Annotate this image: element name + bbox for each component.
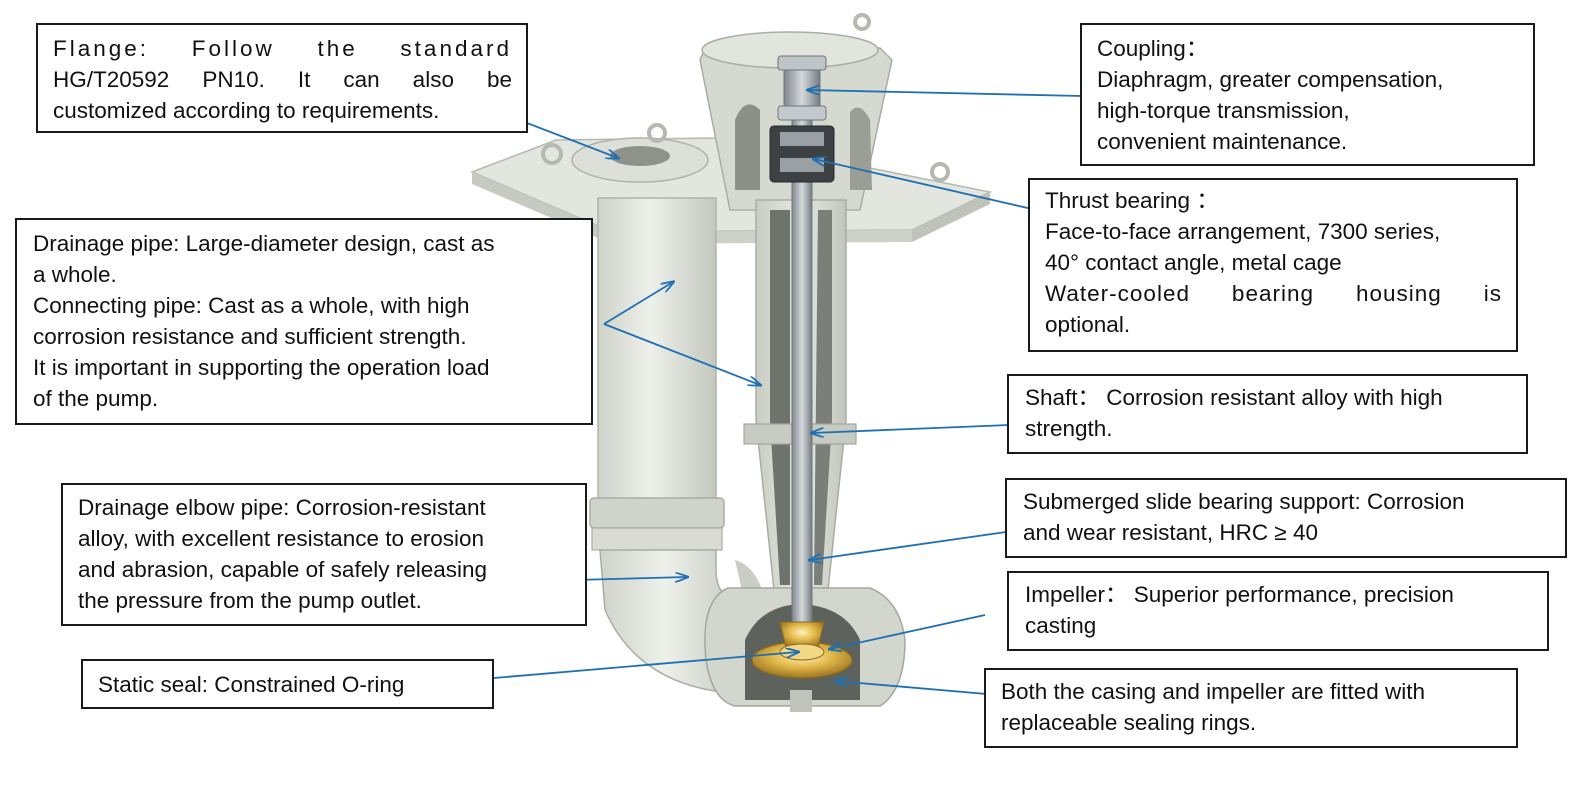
callout-elbow-pipe-line: and abrasion, capable of safely releasin…	[78, 557, 488, 582]
leader-lines	[474, 90, 1083, 696]
callout-sealing-rings-line: Both the casing and impeller are fitted …	[1001, 679, 1425, 704]
callout-thrust-bearing-line: Face-to-face arrangement, 7300 series,	[1045, 219, 1441, 244]
leader-thrust-bearing	[814, 159, 1033, 210]
callout-static-seal: Static seal: Constrained O-ring	[81, 659, 494, 709]
callout-coupling-line: Diaphragm, greater compensation,	[1097, 67, 1444, 92]
leader-coupling	[808, 90, 1083, 97]
callout-sealing-rings: Both the casing and impeller are fitted …	[984, 668, 1518, 748]
leader-connecting-pipe	[603, 323, 760, 385]
callout-coupling-line: Coupling：	[1097, 36, 1209, 61]
callout-impeller-line: casting	[1025, 613, 1097, 638]
callout-static-seal-line: Static seal: Constrained O-ring	[98, 672, 405, 697]
leader-sealing-rings	[836, 681, 999, 696]
drainage-pipe	[589, 197, 725, 551]
callout-drainage-pipe-line: Drainage pipe: Large-diameter design, ca…	[33, 231, 495, 256]
callout-sealing-rings-line: replaceable sealing rings.	[1001, 710, 1257, 735]
leader-impeller	[830, 614, 986, 649]
callout-flange-line: HG/T20592 PN10. It can also be	[53, 67, 512, 92]
discharge-flange	[541, 123, 709, 183]
callout-elbow-pipe-line: Drainage elbow pipe: Corrosion-resistant	[78, 495, 486, 520]
leader-drainage-pipe	[603, 282, 673, 325]
leader-static-seal	[493, 652, 798, 679]
callout-impeller: Impeller： Superior performance, precisio…	[1007, 571, 1549, 651]
callout-shaft-line: Shaft： Corrosion resistant alloy with hi…	[1025, 385, 1443, 410]
callout-flange-line: customized according to requirements.	[53, 98, 440, 123]
callout-flange-line: Flange: Follow the standard	[53, 36, 512, 61]
callout-drainage-pipe: Drainage pipe: Large-diameter design, ca…	[15, 218, 593, 425]
callout-thrust-bearing-line: Water-cooled bearing housing is	[1045, 281, 1502, 306]
callout-drainage-pipe-line: a whole.	[33, 262, 117, 287]
callout-thrust-bearing-line: 40° contact angle, metal cage	[1045, 250, 1342, 275]
callout-coupling-line: convenient maintenance.	[1097, 129, 1348, 154]
callout-elbow-pipe: Drainage elbow pipe: Corrosion-resistant…	[61, 483, 587, 626]
coupling	[777, 55, 827, 121]
leader-slide-bearing	[810, 531, 1007, 560]
leader-elbow-pipe	[574, 577, 687, 580]
callout-shaft-line: strength.	[1025, 416, 1113, 441]
callout-drainage-pipe-line: of the pump.	[33, 386, 159, 411]
callout-drainage-pipe-line: It is important in supporting the operat…	[33, 355, 490, 380]
callout-slide-bearing-line: and wear resistant, HRC ≥ 40	[1023, 520, 1318, 545]
callout-slide-bearing: Submerged slide bearing support: Corrosi…	[1005, 478, 1567, 558]
callout-thrust-bearing-line: Thrust bearing ：	[1045, 188, 1219, 213]
callout-coupling-line: high-torque transmission,	[1097, 98, 1350, 123]
callout-elbow-pipe-line: alloy, with excellent resistance to eros…	[78, 526, 485, 551]
callout-elbow-pipe-line: the pressure from the pump outlet.	[78, 588, 422, 613]
callout-shaft: Shaft： Corrosion resistant alloy with hi…	[1007, 374, 1528, 454]
callout-thrust-bearing: Thrust bearing ： Face-to-face arrangemen…	[1028, 178, 1518, 352]
callout-impeller-line: Impeller： Superior performance, precisio…	[1025, 582, 1454, 607]
callout-slide-bearing-line: Submerged slide bearing support: Corrosi…	[1023, 489, 1465, 514]
thrust-bearing	[769, 125, 835, 183]
callout-drainage-pipe-line: Connecting pipe: Cast as a whole, with h…	[33, 293, 470, 318]
callout-flange: Flange: Follow the standard HG/T20592 PN…	[36, 23, 528, 133]
callout-coupling: Coupling： Diaphragm, greater compensatio…	[1080, 23, 1535, 166]
callout-drainage-pipe-line: corrosion resistance and sufficient stre…	[33, 324, 467, 349]
callout-thrust-bearing-line: optional.	[1045, 312, 1131, 337]
leader-shaft	[812, 424, 1010, 433]
